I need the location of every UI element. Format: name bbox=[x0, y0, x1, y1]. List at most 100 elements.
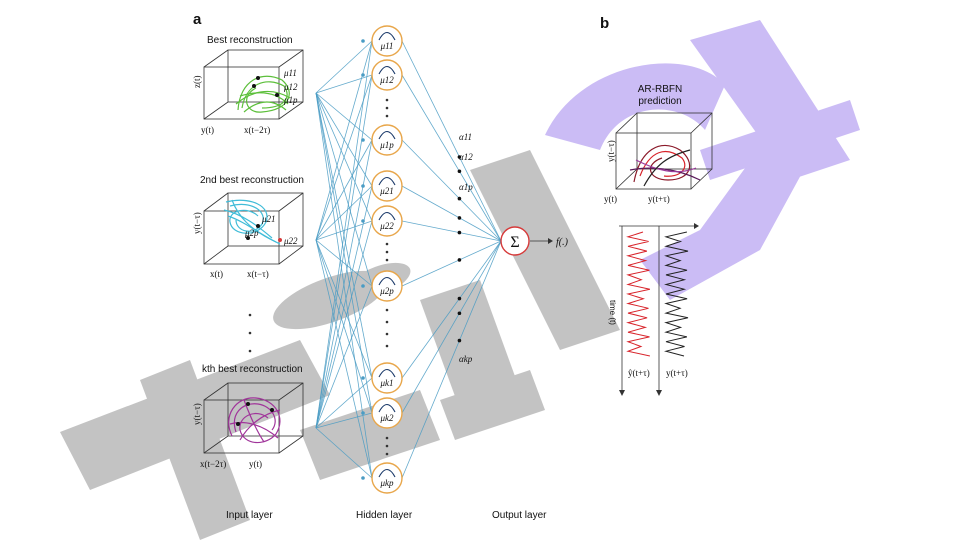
input-layer-label: Input layer bbox=[226, 510, 273, 521]
hidden-node-ring bbox=[371, 362, 403, 394]
sum-symbol: Σ bbox=[510, 234, 519, 251]
panel-b-title-2: prediction bbox=[638, 96, 681, 107]
weight-label-2: α12 bbox=[459, 152, 473, 162]
output-function: f(.) bbox=[556, 237, 569, 248]
hidden-node-label: μk1 bbox=[379, 378, 393, 388]
hidden-node-label: μ22 bbox=[379, 221, 394, 231]
hidden-node-label: μk2 bbox=[379, 413, 394, 423]
input-hidden-link bbox=[315, 74, 373, 429]
hidden-node: μ2p bbox=[371, 270, 403, 302]
best-center-2 bbox=[275, 93, 279, 97]
kth-reconstruction: kth best reconstruction y(t−τ) x(t−2τ) y… bbox=[192, 364, 304, 469]
best-center-label-1: μ11 bbox=[283, 68, 297, 78]
input-hidden-link bbox=[315, 139, 373, 429]
series-pred-label: ŷ(t+τ) bbox=[628, 368, 650, 378]
input-hidden-link bbox=[315, 40, 373, 94]
kth-center-2 bbox=[270, 408, 274, 412]
hidden-node-ring bbox=[371, 462, 403, 494]
hidden-output-link bbox=[401, 220, 502, 242]
hidden-node-ring bbox=[371, 205, 403, 237]
hidden-node: μk2 bbox=[371, 397, 403, 429]
hidden-entry-dot bbox=[361, 138, 365, 142]
input-hidden-link bbox=[315, 185, 373, 241]
best-center-3 bbox=[252, 84, 256, 88]
gaussian-icon bbox=[378, 176, 396, 186]
input-hidden-link bbox=[315, 220, 373, 241]
hidden-node-label: μ2p bbox=[379, 286, 394, 296]
input-hidden-link bbox=[315, 40, 373, 429]
second-attractor bbox=[223, 199, 281, 245]
second-title: 2nd best reconstruction bbox=[200, 175, 304, 186]
panel-b: AR-RBFN prediction y(t−τ) y(t) y(t+τ) ti… bbox=[604, 84, 713, 396]
kth-center-3 bbox=[236, 422, 240, 426]
hidden-node: μ12 bbox=[371, 59, 403, 91]
watermark-purple bbox=[545, 20, 860, 300]
gaussian-icon bbox=[378, 368, 396, 378]
gaussian-icon bbox=[378, 130, 396, 140]
second-center-2 bbox=[246, 236, 250, 240]
ts-arrow-true bbox=[656, 390, 662, 396]
best-center-label-3: μ1p bbox=[283, 95, 298, 105]
hidden-node-ring bbox=[371, 170, 403, 202]
weight-dot bbox=[457, 169, 462, 174]
second-y-axis: y(t−τ) bbox=[192, 212, 202, 234]
weight-dots bbox=[457, 155, 462, 343]
hidden-entry-dot bbox=[361, 411, 365, 415]
series-true-line bbox=[664, 231, 689, 357]
input-hidden-link bbox=[315, 74, 373, 241]
output-sum-node: Σ f(.) bbox=[500, 226, 569, 256]
hidden-node-label: μ12 bbox=[379, 75, 394, 85]
gaussian-icon bbox=[378, 468, 396, 478]
second-center-label-2: μ2p bbox=[244, 228, 259, 238]
hidden-output-link bbox=[401, 240, 502, 287]
kth-y-axis: y(t−τ) bbox=[192, 403, 202, 425]
hidden-entry-dot bbox=[361, 184, 365, 188]
hidden-node-ring bbox=[371, 59, 403, 91]
input-hidden-link bbox=[315, 185, 373, 429]
input-hidden-link bbox=[315, 74, 373, 94]
panel-label-b: b bbox=[600, 15, 609, 32]
best-y-axis: z(t) bbox=[192, 76, 202, 89]
weight-dot bbox=[457, 296, 462, 301]
best-attractor bbox=[235, 75, 291, 113]
hidden-output-link bbox=[401, 240, 502, 479]
hidden-entry-dot bbox=[361, 284, 365, 288]
kth-title: kth best reconstruction bbox=[202, 364, 303, 375]
kth-cube bbox=[203, 382, 304, 454]
ts-top-arrow bbox=[694, 223, 699, 229]
hidden-node: μk1 bbox=[371, 362, 403, 394]
input-hidden-link bbox=[315, 239, 373, 287]
hidden-node-ring bbox=[371, 25, 403, 57]
watermark bbox=[60, 20, 860, 540]
best-x-axis-1: y(t) bbox=[201, 125, 214, 135]
panel-b-cube bbox=[615, 112, 713, 190]
second-x-axis-2: x(t−τ) bbox=[247, 269, 269, 279]
left-ellipsis-dots bbox=[248, 313, 252, 353]
time-label: time (t) bbox=[608, 300, 617, 325]
panel-label-a: a bbox=[193, 11, 202, 28]
hidden-output-link bbox=[401, 74, 502, 242]
gaussian-icon bbox=[378, 211, 396, 221]
best-center-label-2: μ12 bbox=[283, 82, 298, 92]
second-center-1 bbox=[256, 224, 260, 228]
second-reconstruction: 2nd best reconstruction μ21 μ2p μ22 y(t−… bbox=[192, 175, 304, 279]
kth-center-1 bbox=[246, 402, 250, 406]
input-hidden-link bbox=[315, 427, 373, 479]
hidden-node-ring bbox=[371, 397, 403, 429]
hidden-node-label: μkp bbox=[379, 478, 394, 488]
gaussian-icon bbox=[378, 65, 396, 75]
hidden-node: μ21 bbox=[371, 170, 403, 202]
input-hidden-link bbox=[315, 239, 373, 379]
weight-dot bbox=[457, 258, 462, 262]
hidden-output-link bbox=[401, 240, 502, 379]
panel-b-x-axis-1: y(t) bbox=[604, 194, 617, 204]
hidden-output-link bbox=[401, 40, 502, 242]
output-layer-label: Output layer bbox=[492, 510, 547, 521]
weight-label-3: α1p bbox=[459, 182, 473, 192]
hidden-layer-label: Hidden layer bbox=[356, 510, 413, 521]
output-arrow-head bbox=[548, 238, 553, 244]
second-cube bbox=[203, 192, 304, 265]
hidden-ellipsis-dots bbox=[385, 98, 389, 456]
hidden-node-label: μ11 bbox=[380, 41, 394, 51]
